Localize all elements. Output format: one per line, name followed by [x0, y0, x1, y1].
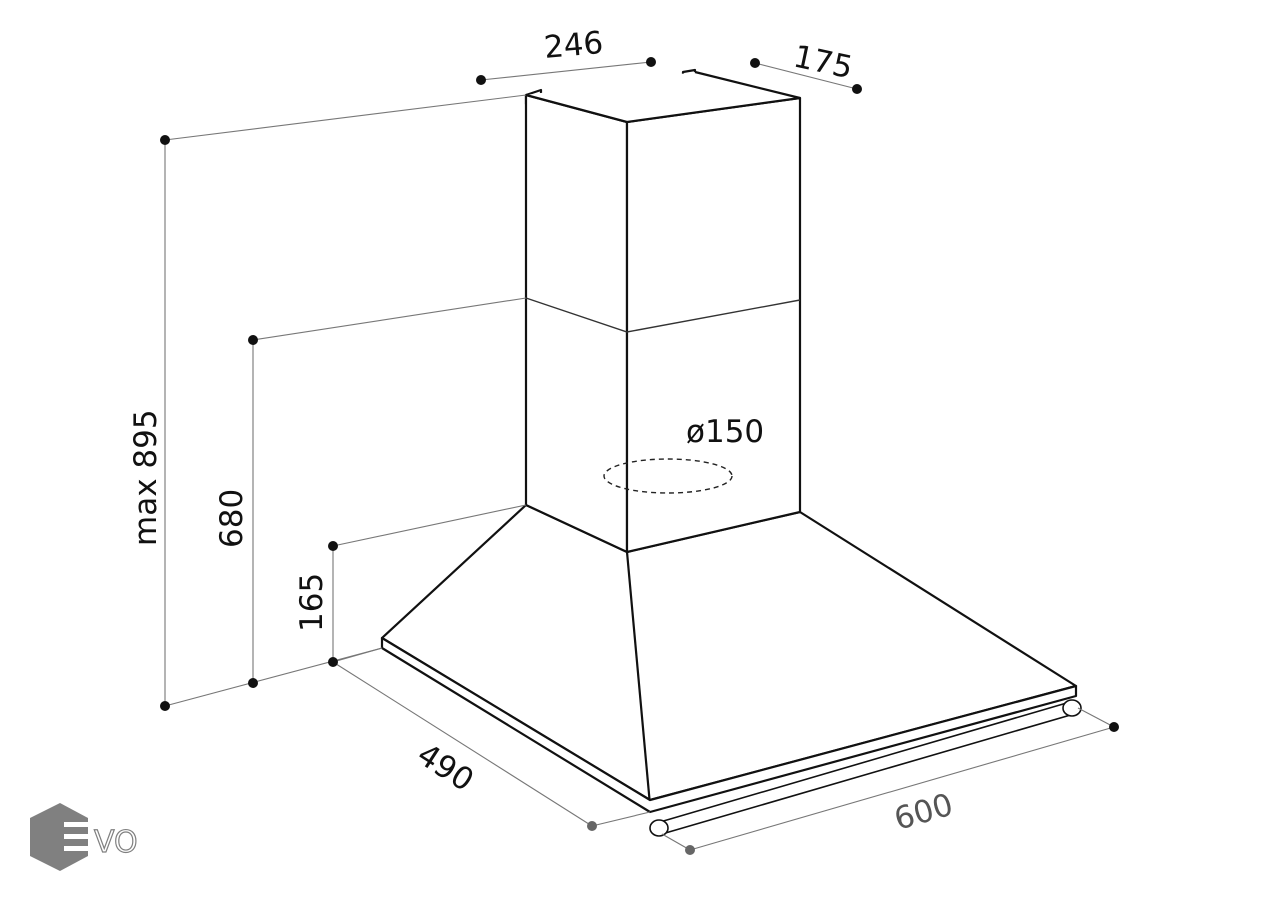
handle-rail	[649, 699, 1082, 837]
canopy-height-label: 165	[294, 573, 330, 632]
width-label: 600	[890, 787, 957, 838]
dimension-lines	[164, 61, 1115, 851]
dimension-dots	[160, 57, 1119, 855]
logo-text: VO	[94, 825, 138, 860]
depth-label: 490	[411, 737, 480, 799]
hood-canopy	[380, 503, 1078, 814]
evo-logo: VO	[30, 803, 138, 871]
outlet-diameter-label: ø150	[686, 414, 764, 450]
max-height-label: max 895	[128, 409, 164, 546]
chimney	[524, 70, 802, 554]
outlet-ellipse	[603, 458, 733, 494]
min-height-label: 680	[214, 489, 250, 548]
chimney-width-label: 246	[543, 25, 605, 66]
chimney-depth-label: 175	[790, 39, 855, 87]
